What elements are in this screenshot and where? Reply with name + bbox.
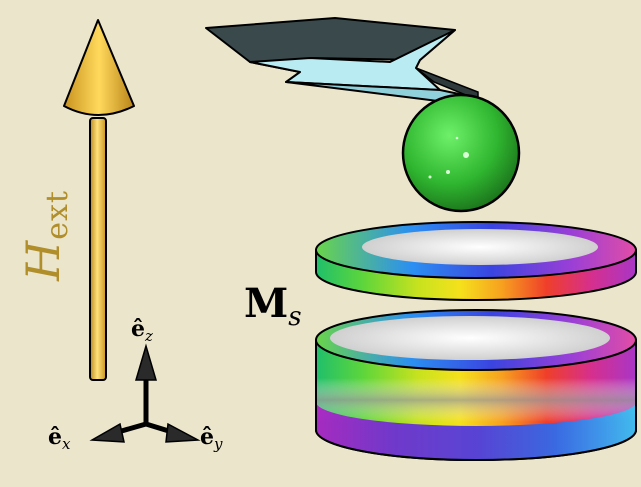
field-label: Hext	[15, 189, 75, 281]
upper-disk	[315, 221, 637, 301]
coordinate-axes	[89, 343, 201, 443]
axis-y-label: êy	[200, 424, 223, 453]
magnetization-label: Ms	[244, 280, 302, 332]
magnetic-tip-sphere	[401, 93, 521, 213]
cantilever	[205, 17, 479, 107]
axis-z-label: êz	[131, 316, 153, 345]
axis-x-label: êx	[48, 424, 71, 453]
field-arrow	[63, 19, 135, 381]
lower-disk	[315, 309, 637, 461]
